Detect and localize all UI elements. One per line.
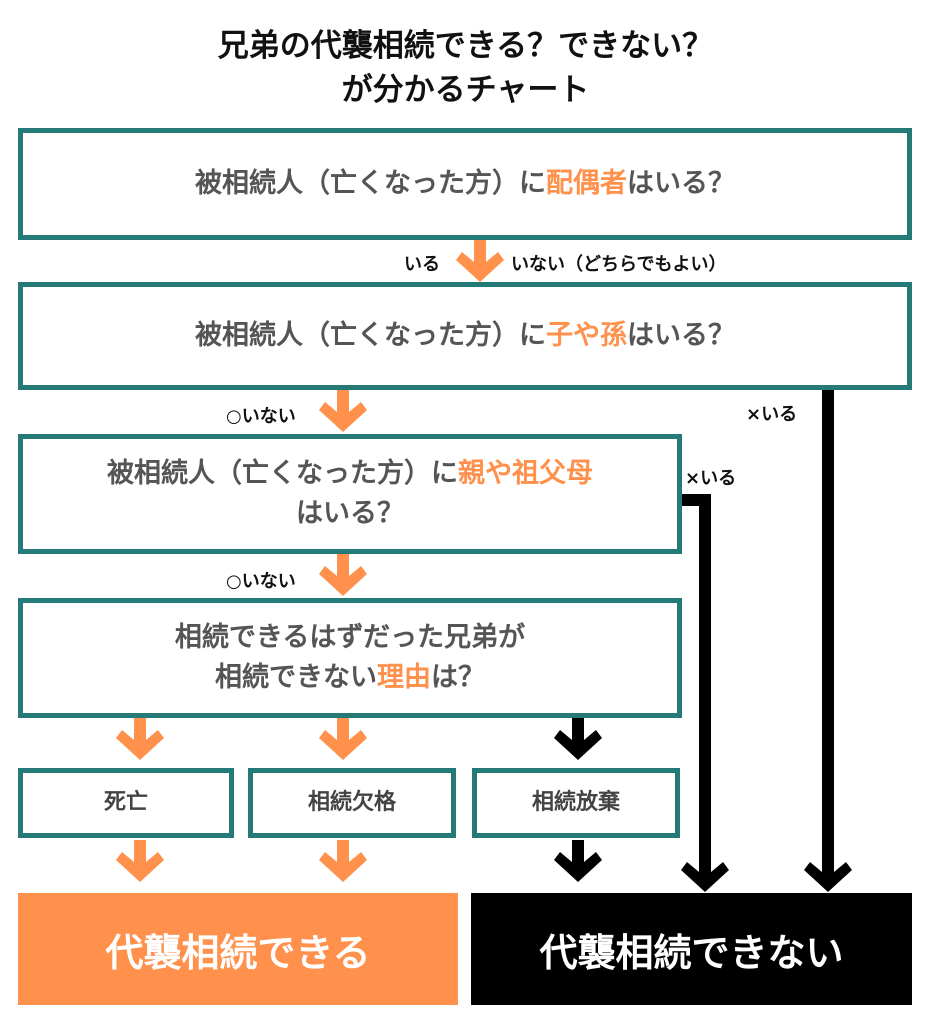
line-q3-yes: [682, 494, 711, 870]
q2-text: 被相続人（亡くなった方）に: [195, 320, 546, 351]
chart-title-line2: が分かるチャート: [341, 72, 590, 108]
reason-disqualification: 相続欠格: [248, 768, 456, 838]
result-can-inherit: 代襲相続できる: [18, 893, 458, 1005]
arrow-disqualify-can: [319, 840, 367, 882]
arrow-q2-q3: [319, 390, 367, 432]
q2-highlight: 子や孫: [546, 320, 627, 351]
label-parents-yes: ×いる: [685, 468, 737, 489]
q1-highlight: 配偶者: [546, 168, 627, 199]
question-spouse: 被相続人（亡くなった方）に配偶者はいる？: [18, 128, 912, 240]
arrow-q3-cannot: [681, 850, 729, 892]
question-parents: 被相続人（亡くなった方）に親や祖父母はいる？: [18, 434, 682, 554]
label-children-no: ○いない: [226, 406, 296, 427]
arrow-q3-q4: [319, 554, 367, 596]
q3-highlight: 親や祖父母: [458, 458, 593, 489]
arrow-renounce-cannot: [554, 840, 602, 882]
q1-text: 被相続人（亡くなった方）に: [195, 168, 546, 199]
arrow-q1-q2: [456, 240, 504, 282]
arrow-q4-death: [116, 718, 164, 760]
q4-suffix: は？: [430, 662, 485, 693]
arrow-q2-cannot: [804, 850, 852, 892]
question-reason: 相続できるはずだった兄弟が相続できない理由は？: [18, 598, 682, 718]
chart-title-line1: 兄弟の代襲相続できる？できない？: [217, 28, 714, 64]
label-children-yes: ×いる: [746, 404, 798, 425]
arrow-q4-disqualify: [319, 718, 367, 760]
reason-death: 死亡: [18, 768, 234, 838]
q4-text: 相続できない: [214, 662, 377, 693]
question-children: 被相続人（亡くなった方）に子や孫はいる？: [18, 282, 912, 390]
label-parents-no: ○いない: [226, 571, 296, 592]
reason-renunciation: 相続放棄: [472, 768, 680, 838]
result-cannot-inherit: 代襲相続できない: [471, 893, 912, 1005]
q2-suffix: はいる？: [627, 320, 735, 351]
label-spouse-yes: いる: [404, 254, 440, 275]
label-spouse-no: いない（どちらでもよい）: [511, 254, 727, 275]
arrow-death-can: [116, 840, 164, 882]
q4-line1: 相続できるはずだった兄弟が: [174, 622, 526, 653]
q3-text: 被相続人（亡くなった方）に: [107, 458, 458, 489]
arrow-q4-renounce: [554, 718, 602, 760]
q3-suffix: はいる？: [296, 498, 404, 529]
q4-highlight: 理由: [376, 662, 431, 693]
q1-suffix: はいる？: [627, 168, 735, 199]
